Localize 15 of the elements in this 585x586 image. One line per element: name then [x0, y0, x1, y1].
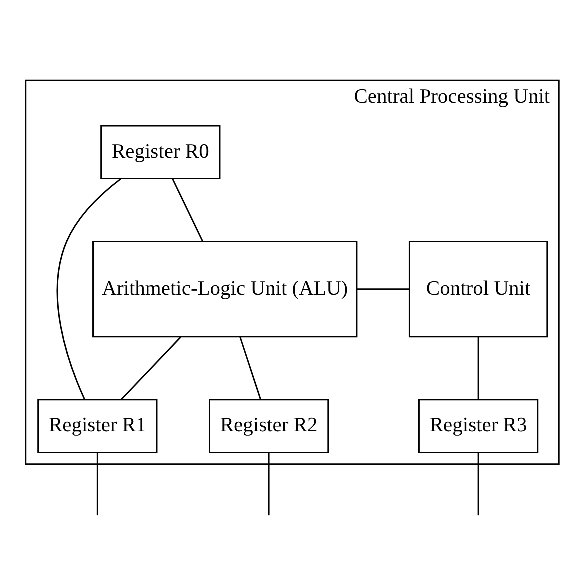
- connector: [357, 288, 410, 290]
- connector: [96, 452, 98, 516]
- connector: [56, 178, 122, 400]
- connector: [120, 336, 182, 400]
- connector: [172, 178, 204, 242]
- node-box: Register R1: [38, 399, 158, 454]
- connector: [268, 452, 270, 516]
- connector: [478, 337, 480, 400]
- node-box: Register R3: [418, 399, 539, 454]
- node-box: Register R0: [100, 125, 221, 180]
- connector: [478, 452, 480, 516]
- node-box: Control Unit: [408, 241, 548, 338]
- connector: [240, 337, 262, 400]
- node-box: Register R2: [209, 399, 330, 454]
- node-box: Arithmetic-Logic Unit (ALU): [92, 241, 358, 338]
